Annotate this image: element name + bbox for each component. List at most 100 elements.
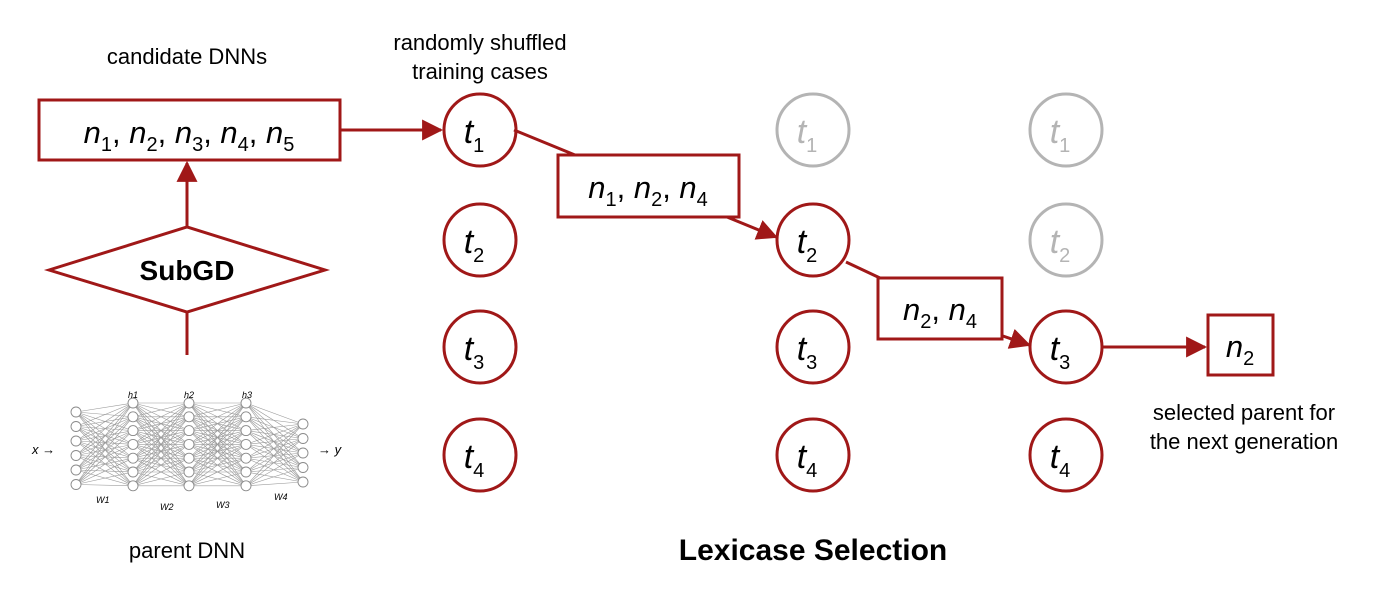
weight-label-4: W4 bbox=[274, 492, 288, 502]
network-node bbox=[70, 421, 82, 432]
network-edge bbox=[132, 444, 190, 487]
network-node bbox=[297, 476, 309, 488]
network-node bbox=[70, 435, 82, 447]
network-node bbox=[183, 452, 195, 464]
after-t1-box-text: n1, n2, n4 bbox=[588, 170, 708, 211]
hidden-label-1: h1 bbox=[128, 390, 138, 400]
network-edge bbox=[75, 411, 134, 431]
case-t4-col1: t4 bbox=[442, 417, 518, 493]
network-edge bbox=[245, 423, 304, 431]
network-edge bbox=[245, 467, 304, 473]
network-node bbox=[127, 425, 139, 437]
network-node bbox=[240, 452, 252, 464]
network-node bbox=[183, 397, 195, 409]
network-edge bbox=[75, 457, 134, 485]
case-t4-col3: t4 bbox=[1028, 417, 1104, 493]
network-edge bbox=[245, 423, 304, 487]
box3-to-t3-arrow bbox=[999, 328, 1031, 349]
network-output-label: → y bbox=[318, 442, 343, 457]
case-t4-col2: t4 bbox=[775, 417, 851, 493]
network-edge bbox=[245, 467, 304, 487]
network-node bbox=[70, 406, 82, 418]
network-edge bbox=[75, 426, 134, 431]
network-node bbox=[240, 397, 252, 409]
network-node bbox=[297, 447, 309, 459]
network-edge bbox=[188, 402, 247, 486]
network-edge bbox=[245, 402, 304, 454]
network-edge bbox=[132, 457, 190, 487]
selected-parent-text: n2 bbox=[1226, 329, 1254, 370]
network-edge bbox=[132, 402, 190, 473]
network-edge bbox=[245, 402, 304, 439]
network-edge bbox=[245, 444, 304, 468]
network-edge bbox=[75, 440, 134, 445]
network-node bbox=[127, 397, 139, 409]
candidate-box bbox=[37, 98, 342, 162]
selected-label-line1: selected parent for bbox=[1153, 400, 1335, 425]
network-edge bbox=[75, 469, 134, 487]
svg-text:t4: t4 bbox=[1050, 438, 1071, 482]
after-t2-box bbox=[876, 276, 1004, 341]
network-node bbox=[127, 466, 139, 478]
svg-text:t1: t1 bbox=[797, 113, 818, 157]
lexicase-selection-title: Lexicase Selection bbox=[679, 534, 947, 567]
network-node bbox=[240, 466, 252, 478]
weight-label-1: W1 bbox=[96, 495, 110, 505]
network-edge bbox=[188, 416, 247, 486]
selected-label-line2: the next generation bbox=[1150, 429, 1338, 454]
network-edge bbox=[245, 457, 304, 483]
network-edge bbox=[75, 402, 134, 471]
network-edge bbox=[75, 402, 134, 456]
network-edge bbox=[245, 430, 304, 439]
network-edge bbox=[188, 444, 247, 487]
selected-parent-box bbox=[1206, 313, 1275, 377]
network-edge bbox=[75, 402, 134, 442]
network-edge bbox=[132, 416, 190, 486]
network-node bbox=[127, 452, 139, 464]
shuffled-label-line1: randomly shuffled bbox=[393, 30, 566, 55]
subgd-diamond bbox=[43, 225, 331, 314]
weight-label-3: W3 bbox=[216, 500, 230, 510]
network-edge bbox=[75, 430, 134, 485]
network-edge bbox=[75, 440, 134, 487]
network-edge bbox=[75, 411, 134, 459]
network-edge bbox=[245, 452, 304, 487]
network-edge bbox=[75, 426, 134, 459]
network-edge bbox=[75, 426, 134, 445]
network-edge bbox=[245, 438, 304, 487]
network-edge bbox=[188, 471, 247, 487]
network-edge bbox=[75, 455, 134, 473]
network-edge bbox=[245, 416, 304, 454]
network-node bbox=[127, 438, 139, 450]
network-edge bbox=[75, 416, 134, 485]
hidden-label-2: h2 bbox=[184, 390, 194, 400]
network-edge bbox=[132, 402, 190, 445]
network-edge bbox=[75, 426, 134, 487]
network-edge bbox=[245, 444, 304, 483]
network-edge bbox=[245, 430, 304, 483]
network-input-label: x → bbox=[31, 442, 55, 457]
box2-to-t2-arrow bbox=[726, 215, 778, 240]
t1-to-box2-line bbox=[513, 128, 576, 157]
network-node bbox=[70, 464, 82, 476]
network-edge bbox=[245, 402, 304, 425]
svg-text:t3: t3 bbox=[464, 330, 485, 374]
network-edge bbox=[75, 440, 134, 459]
network-edge bbox=[245, 438, 304, 445]
network-node bbox=[240, 480, 252, 492]
case-t2-col2: t2 bbox=[775, 202, 851, 278]
svg-text:t1: t1 bbox=[464, 113, 485, 157]
case-t1-col1: t1 bbox=[442, 92, 518, 168]
network-edge bbox=[188, 457, 247, 487]
network-node bbox=[240, 438, 252, 450]
network-node bbox=[297, 433, 309, 444]
network-edge bbox=[245, 471, 304, 483]
network-node bbox=[127, 411, 139, 423]
network-edge bbox=[75, 471, 134, 485]
network-edge bbox=[188, 402, 247, 431]
svg-text:t4: t4 bbox=[464, 438, 485, 482]
svg-text:t3: t3 bbox=[797, 330, 818, 374]
case-t3-col1: t3 bbox=[442, 309, 518, 385]
network-node bbox=[183, 425, 195, 437]
network-edge bbox=[75, 402, 134, 485]
